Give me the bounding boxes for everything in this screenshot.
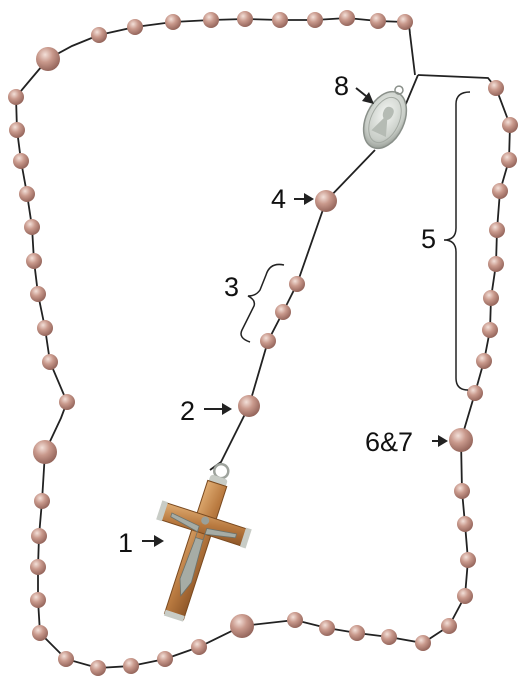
bead bbox=[90, 660, 106, 676]
decade-bead bbox=[482, 322, 498, 338]
arrow-2-head bbox=[222, 403, 232, 415]
first-large-bead bbox=[238, 395, 260, 417]
bead bbox=[8, 89, 24, 105]
bead bbox=[59, 394, 75, 410]
bead bbox=[165, 14, 181, 30]
bead bbox=[454, 483, 470, 499]
bead bbox=[32, 625, 48, 641]
label-first-large-bead: 2 bbox=[180, 396, 195, 426]
bead bbox=[37, 320, 53, 336]
bead bbox=[26, 253, 42, 269]
decade-bead bbox=[488, 256, 504, 272]
decade-bead bbox=[476, 353, 492, 369]
three-small-bead bbox=[275, 304, 291, 320]
bead bbox=[58, 651, 74, 667]
large-bead-glory bbox=[449, 428, 473, 452]
decade-bracket bbox=[444, 92, 470, 390]
bead bbox=[191, 639, 207, 655]
bead bbox=[287, 612, 303, 628]
label-three-small-beads: 3 bbox=[224, 272, 239, 302]
bead bbox=[31, 528, 47, 544]
arrow-4-head bbox=[304, 193, 314, 205]
label-large-bead-glory: 6&7 bbox=[365, 427, 413, 457]
bead bbox=[381, 629, 397, 645]
fourth-large-bead bbox=[315, 190, 337, 212]
bead bbox=[13, 153, 29, 169]
decade-bead bbox=[483, 290, 499, 306]
large-bead bbox=[33, 440, 57, 464]
bead bbox=[237, 11, 253, 27]
bead bbox=[19, 186, 35, 202]
bead bbox=[457, 588, 473, 604]
bead bbox=[415, 635, 431, 651]
label-arrows bbox=[142, 88, 448, 547]
bead bbox=[370, 13, 386, 29]
decade-bead bbox=[467, 385, 483, 401]
three-small-bead bbox=[260, 333, 276, 349]
decade-bead bbox=[501, 152, 517, 168]
bead bbox=[441, 618, 457, 634]
arrow-8 bbox=[356, 88, 366, 96]
bead bbox=[460, 552, 476, 568]
arrow-67-head bbox=[438, 435, 448, 447]
label-crucifix: 1 bbox=[118, 528, 133, 558]
bead bbox=[397, 14, 413, 30]
bead bbox=[24, 219, 40, 235]
bead bbox=[42, 354, 58, 370]
bead bbox=[349, 625, 365, 641]
miraculous-medal-icon bbox=[355, 78, 418, 155]
decade-bead bbox=[492, 183, 508, 199]
decade-bead bbox=[489, 222, 505, 238]
bead bbox=[127, 19, 143, 35]
bead bbox=[203, 12, 219, 28]
large-bead bbox=[230, 614, 254, 638]
arrow-1-head bbox=[154, 535, 164, 547]
bead bbox=[272, 12, 288, 28]
three-small-bead bbox=[289, 276, 305, 292]
bead bbox=[123, 658, 139, 674]
bead bbox=[307, 12, 323, 28]
label-fourth-bead: 4 bbox=[271, 184, 286, 214]
bead bbox=[30, 559, 46, 575]
label-decade: 5 bbox=[421, 224, 436, 254]
bead bbox=[457, 516, 473, 532]
bead bbox=[30, 592, 46, 608]
bead bbox=[157, 651, 173, 667]
label-medal: 8 bbox=[334, 71, 349, 101]
decade-bead bbox=[502, 117, 518, 133]
decade-bead bbox=[488, 80, 504, 96]
bead bbox=[34, 493, 50, 509]
large-bead bbox=[36, 47, 60, 71]
three-beads-bracket bbox=[241, 264, 284, 342]
bead bbox=[30, 286, 46, 302]
bead bbox=[91, 27, 107, 43]
bead bbox=[339, 10, 355, 26]
bead bbox=[9, 122, 25, 138]
bead bbox=[319, 620, 335, 636]
